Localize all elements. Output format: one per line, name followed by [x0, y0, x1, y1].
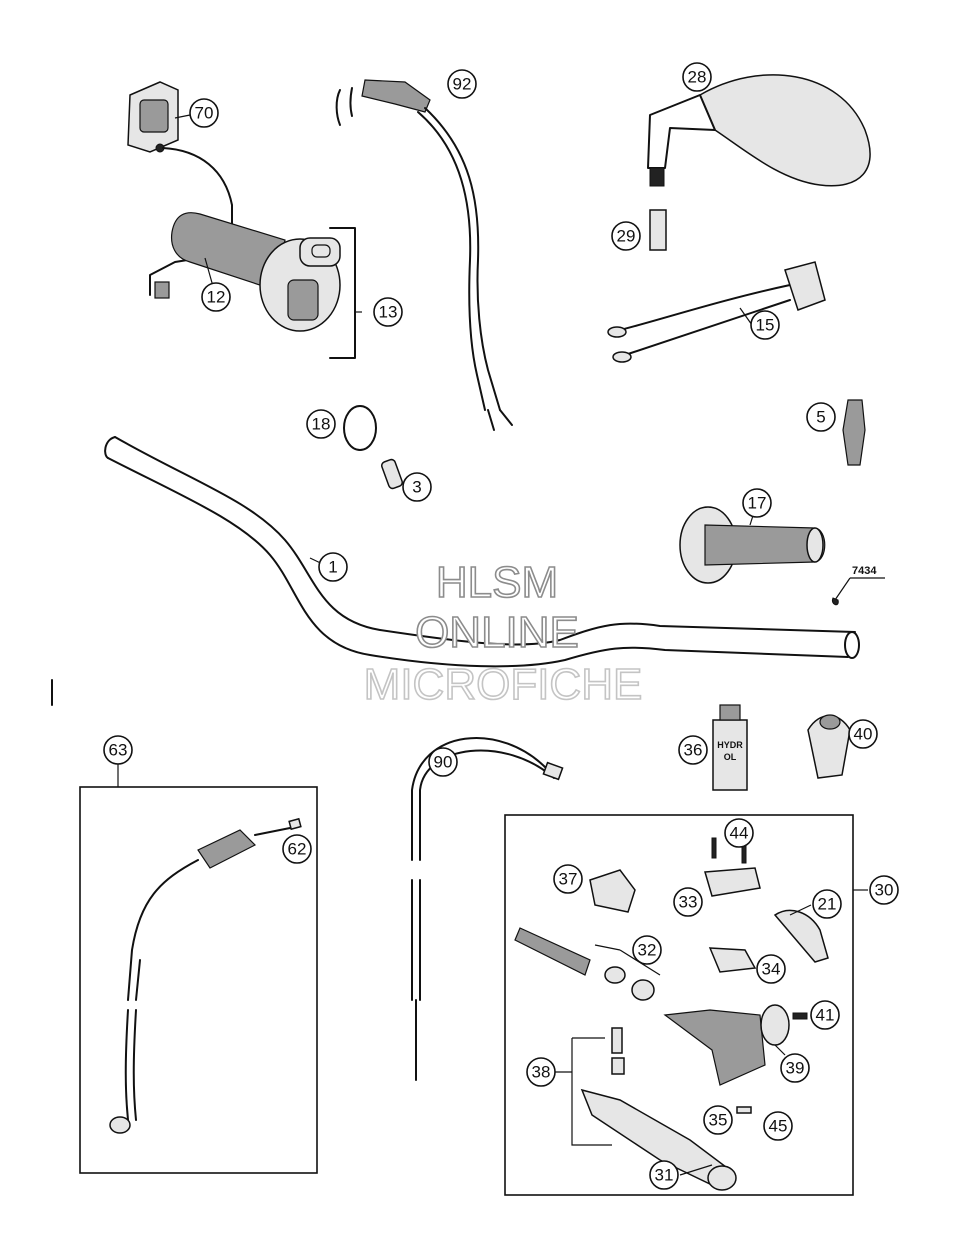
throttle-cables-part	[335, 79, 513, 431]
callout-40[interactable]: 40	[848, 719, 878, 749]
callout-70[interactable]: 70	[189, 98, 219, 128]
callout-32[interactable]: 32	[632, 935, 662, 965]
callout-63[interactable]: 63	[103, 735, 133, 765]
svg-text:21: 21	[818, 895, 837, 914]
callout-5[interactable]: 5	[806, 402, 836, 432]
throttle-grip-part	[170, 212, 356, 359]
callout-12[interactable]: 12	[201, 282, 231, 312]
callout-17[interactable]: 17	[742, 488, 772, 518]
svg-text:35: 35	[709, 1111, 728, 1130]
svg-text:44: 44	[730, 824, 749, 843]
svg-text:39: 39	[786, 1059, 805, 1078]
callout-92[interactable]: 92	[447, 69, 477, 99]
callouts: 70 92 28 29 12 13 15 18 5 3 17 1 36 40 6…	[103, 62, 899, 1190]
svg-text:5: 5	[816, 408, 825, 427]
clamp-part	[807, 714, 851, 779]
svg-text:13: 13	[379, 303, 398, 322]
svg-text:63: 63	[109, 741, 128, 760]
watermark-line-1: HLSM	[436, 558, 558, 607]
boot-part	[842, 399, 866, 466]
callout-39[interactable]: 39	[780, 1053, 810, 1083]
callout-3[interactable]: 3	[402, 472, 432, 502]
bottle-label-line1: HYDR	[717, 740, 743, 750]
svg-text:28: 28	[688, 68, 707, 87]
svg-text:45: 45	[769, 1117, 788, 1136]
watermark-line-3: MICROFICHE	[364, 660, 643, 709]
kill-switch-part	[607, 261, 826, 363]
svg-text:33: 33	[679, 893, 698, 912]
svg-text:62: 62	[288, 840, 307, 859]
tie-sleeve-parts	[343, 405, 403, 490]
switch-part	[127, 81, 233, 299]
svg-text:92: 92	[453, 75, 472, 94]
callout-1[interactable]: 1	[318, 552, 348, 582]
svg-text:41: 41	[816, 1006, 835, 1025]
callout-18[interactable]: 18	[306, 409, 336, 439]
callout-44[interactable]: 44	[724, 818, 754, 848]
svg-text:38: 38	[532, 1063, 551, 1082]
svg-text:15: 15	[756, 316, 775, 335]
callout-30[interactable]: 30	[869, 875, 899, 905]
callout-21[interactable]: 21	[812, 889, 842, 919]
master-cylinder-box	[504, 814, 854, 1196]
callout-37[interactable]: 37	[553, 864, 583, 894]
handlebar-part	[104, 436, 860, 668]
svg-text:36: 36	[684, 741, 703, 760]
clutch-cable-box	[79, 786, 318, 1174]
svg-text:3: 3	[412, 478, 421, 497]
master-cylinder-parts	[514, 837, 829, 1191]
callout-33[interactable]: 33	[673, 887, 703, 917]
svg-text:40: 40	[854, 725, 873, 744]
callout-45[interactable]: 45	[763, 1111, 793, 1141]
hydraulic-oil-part	[712, 704, 748, 791]
clutch-cable-part	[109, 817, 302, 1134]
callout-41[interactable]: 41	[810, 1000, 840, 1030]
callout-29[interactable]: 29	[611, 221, 641, 251]
svg-text:34: 34	[762, 960, 781, 979]
left-grip-part	[679, 506, 826, 584]
loctite-label	[831, 577, 885, 606]
callout-36[interactable]: 36	[678, 735, 708, 765]
callout-35[interactable]: 35	[703, 1105, 733, 1135]
svg-text:17: 17	[748, 494, 767, 513]
bottle-label-line2: OL	[724, 752, 737, 762]
callout-90[interactable]: 90	[428, 747, 458, 777]
svg-text:70: 70	[195, 104, 214, 123]
callout-28[interactable]: 28	[682, 62, 712, 92]
svg-text:32: 32	[638, 941, 657, 960]
svg-text:1: 1	[328, 558, 337, 577]
loctite-number: 7434	[852, 565, 877, 577]
svg-text:37: 37	[559, 870, 578, 889]
svg-text:31: 31	[655, 1166, 674, 1185]
svg-text:29: 29	[617, 227, 636, 246]
svg-text:12: 12	[207, 288, 226, 307]
callout-31[interactable]: 31	[649, 1160, 679, 1190]
callout-15[interactable]: 15	[750, 310, 780, 340]
svg-text:90: 90	[434, 753, 453, 772]
mirror-part	[647, 74, 871, 251]
decomp-cable-part	[411, 737, 564, 1081]
callout-62[interactable]: 62	[282, 834, 312, 864]
callout-13[interactable]: 13	[373, 297, 403, 327]
svg-text:30: 30	[875, 881, 894, 900]
svg-text:18: 18	[312, 415, 331, 434]
watermark: HLSM ONLINE MICROFICHE	[363, 557, 643, 710]
callout-34[interactable]: 34	[756, 954, 786, 984]
callout-38[interactable]: 38	[526, 1057, 556, 1087]
watermark-line-2: ONLINE	[415, 608, 579, 657]
